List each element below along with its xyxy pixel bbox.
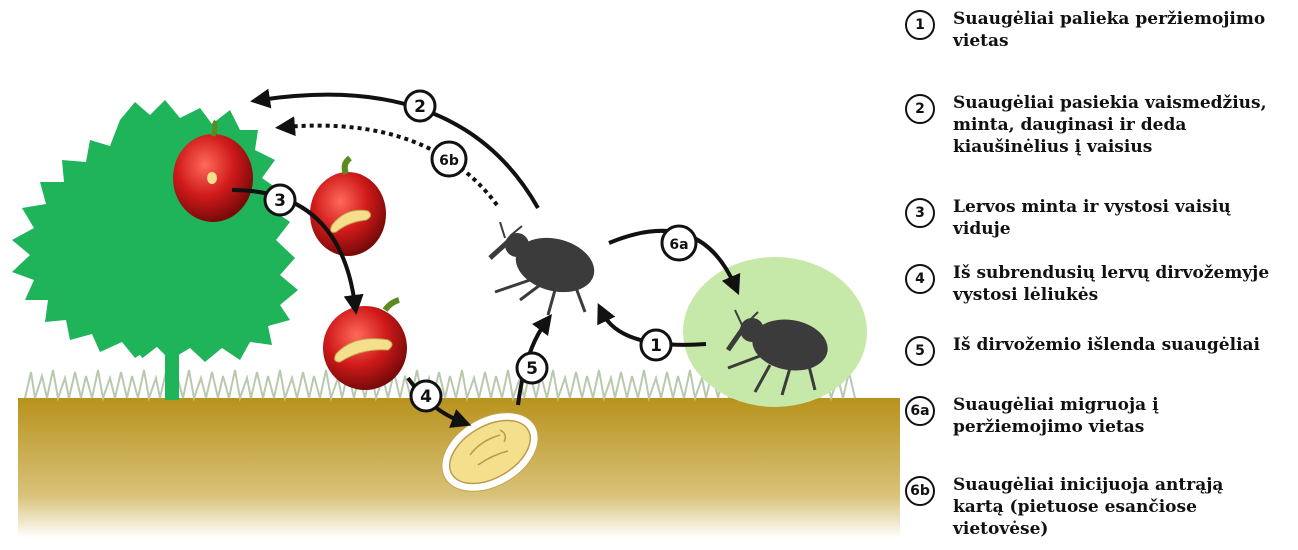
weevil-icon	[490, 222, 600, 315]
step-text: Suaugėliai migruoja į peržiemojimo vieta…	[953, 394, 1213, 438]
step-number: 6b	[905, 476, 935, 506]
step-number: 5	[905, 336, 935, 366]
svg-text:3: 3	[274, 191, 286, 211]
legend-item-6a: 6a Suaugėliai migruoja į peržiemojimo vi…	[905, 394, 1295, 438]
apple-icon	[310, 158, 386, 256]
step-number: 6a	[905, 396, 935, 426]
step-badge-1: 1	[641, 330, 671, 360]
step-badge-3: 3	[265, 185, 295, 215]
legend-item-6b: 6b Suaugėliai inicijuoja antrąją kartą (…	[905, 474, 1295, 540]
legend-item-4: 4 Iš subrendusių lervų dirvožemyje vysto…	[905, 262, 1295, 306]
step-text: Lervos minta ir vystosi vaisių viduje	[953, 196, 1253, 240]
legend-item-2: 2 Suaugėliai pasiekia vaismedžius, minta…	[905, 92, 1295, 158]
legend: 1 Suaugėliai palieka peržiemojimo vietas…	[905, 0, 1298, 550]
legend-item-1: 1 Suaugėliai palieka peržiemojimo vietas	[905, 8, 1295, 52]
step-number: 3	[905, 198, 935, 228]
svg-text:1: 1	[650, 336, 662, 356]
step-text: Iš dirvožemio išlenda suaugėliai	[953, 334, 1293, 356]
step-text: Suaugėliai pasiekia vaismedžius, minta, …	[953, 92, 1283, 158]
step-number: 2	[905, 94, 935, 124]
step-badge-6a: 6a	[662, 226, 696, 260]
step-badge-2: 2	[405, 91, 435, 121]
svg-text:6b: 6b	[439, 153, 459, 169]
legend-item-5: 5 Iš dirvožemio išlenda suaugėliai	[905, 334, 1295, 366]
step-text: Suaugėliai palieka peržiemojimo vietas	[953, 8, 1273, 52]
svg-text:2: 2	[414, 97, 426, 117]
arrow-2	[260, 95, 538, 208]
cycle-arrows	[232, 95, 735, 422]
tree-icon	[12, 100, 298, 400]
step-text: Iš subrendusių lervų dirvožemyje vystosi…	[953, 262, 1293, 306]
legend-item-3: 3 Lervos minta ir vystosi vaisių viduje	[905, 196, 1295, 240]
step-badge-6b: 6b	[432, 142, 466, 176]
svg-text:5: 5	[526, 359, 538, 379]
step-badge-5: 5	[517, 353, 547, 383]
svg-text:4: 4	[420, 387, 432, 407]
step-number: 1	[905, 10, 935, 40]
apple-icon	[323, 300, 407, 390]
step-text: Suaugėliai inicijuoja antrąją kartą (pie…	[953, 474, 1253, 540]
step-badge-4: 4	[411, 381, 441, 411]
life-cycle-diagram: 2 6b 3 4 5 1 6a	[0, 0, 900, 550]
svg-text:6a: 6a	[669, 237, 688, 253]
step-number: 4	[905, 264, 935, 294]
